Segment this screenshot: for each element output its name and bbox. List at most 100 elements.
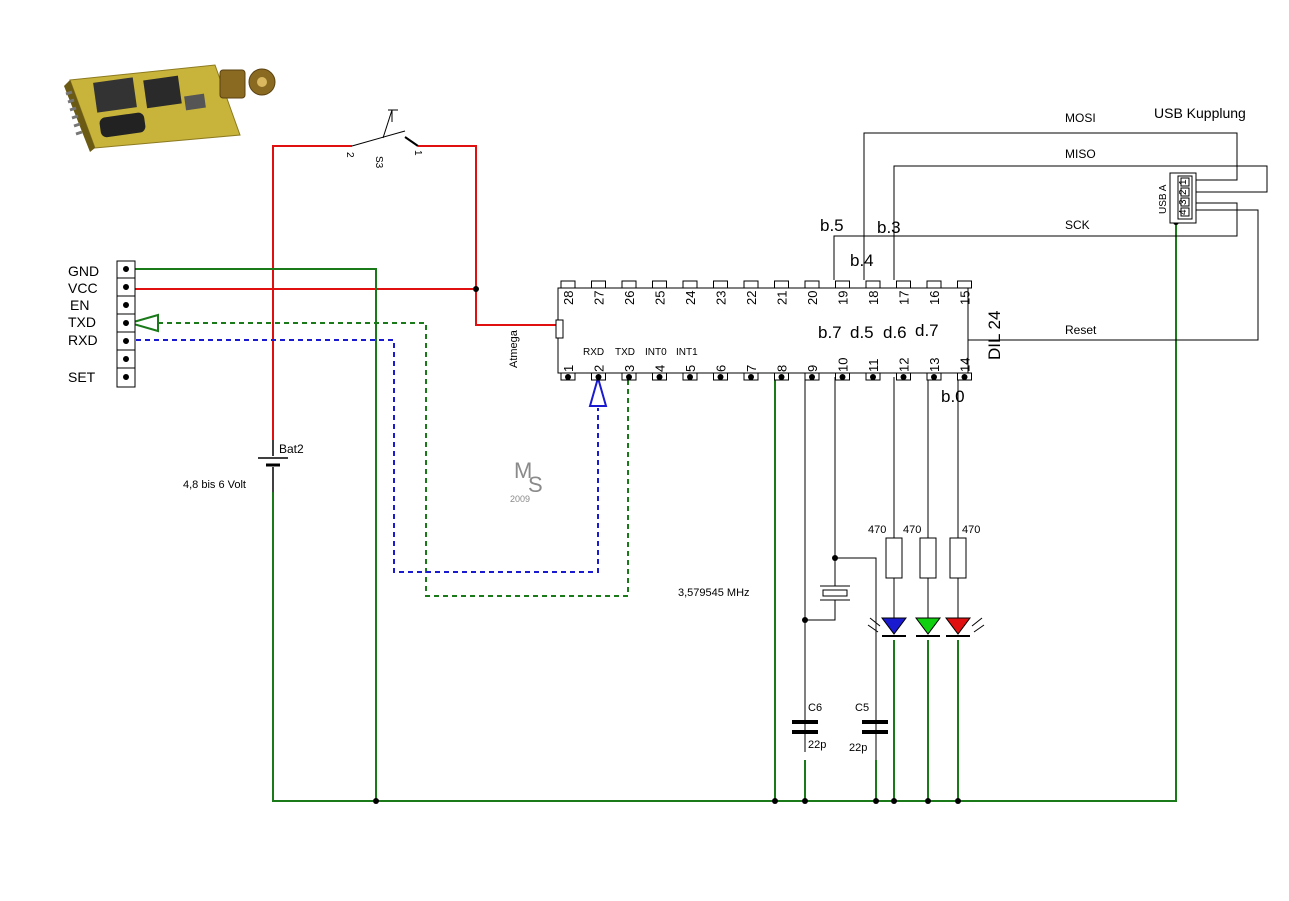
resistor-2-value: 470: [903, 524, 921, 536]
label-miso: MISO: [1065, 147, 1096, 161]
cap-c5-value: 22p: [849, 742, 867, 754]
chip-bottom-pin-dot: [809, 374, 815, 380]
fn-int1: INT1: [676, 347, 698, 358]
capacitor-c5: [862, 720, 888, 760]
chip-bottom-pin-label: 12: [897, 358, 912, 372]
usb-pin-2: 2: [1178, 189, 1189, 195]
switch-name: S3: [373, 156, 384, 169]
switch-s3: [351, 109, 419, 147]
battery-name: Bat2: [279, 442, 304, 456]
rxd-wire: [127, 339, 599, 573]
crystal-freq: 3,579545 MHz: [678, 587, 750, 599]
green-wires: [127, 221, 1177, 802]
chip-bottom-pin-dot: [870, 374, 876, 380]
chip-top-pin: [865, 280, 881, 289]
chip-top-pin-label: 21: [775, 291, 790, 305]
chip-top-pin: [713, 280, 728, 289]
chip-bottom-pin-dot: [717, 374, 724, 380]
label-vcc: VCC: [68, 280, 98, 296]
capacitor-c6: [792, 720, 818, 752]
chip-maker: Atmega: [508, 329, 520, 368]
module-header: [116, 260, 136, 388]
port-b5: b.5: [820, 216, 844, 235]
chip-top-pin-label: 27: [592, 291, 607, 305]
chip-top-pin-label: 22: [744, 291, 759, 305]
chip-top-pin: [560, 280, 576, 289]
chip-bottom-pin-dot: [961, 374, 968, 380]
chip-top-pin: [591, 280, 606, 289]
chip-bottom-pin-dot: [595, 374, 602, 380]
battery-bat2: [258, 440, 288, 492]
led-green: [915, 617, 941, 637]
resistor-3-value: 470: [962, 524, 980, 536]
black-wires: [561, 132, 1268, 720]
port-d7: d.7: [915, 321, 939, 340]
usb-pin-4: 4: [1178, 209, 1189, 215]
rxd-arrow: [588, 374, 608, 407]
chip-top-pin: [621, 280, 637, 289]
cap-c6-name: C6: [808, 702, 822, 714]
fn-txd: TXD: [615, 347, 635, 358]
resistors: [885, 537, 967, 579]
chip-bottom-pin-label: 9: [805, 365, 820, 372]
port-b7: b.7: [818, 323, 842, 342]
chip-bottom-pin-label: 4: [653, 365, 668, 372]
label-reset: Reset: [1065, 323, 1097, 337]
usb-title: USB Kupplung: [1154, 105, 1246, 121]
port-b4: b.4: [850, 251, 874, 270]
switch-pin-right: 1: [412, 150, 423, 156]
chip-bottom-pin-label: 5: [683, 365, 698, 372]
chip-top-pin-label: 20: [805, 291, 820, 305]
chip-bottom-pin-dot: [626, 374, 632, 380]
chip-top-pin-label: 23: [714, 291, 729, 305]
label-rxd: RXD: [68, 332, 98, 348]
label-mosi: MOSI: [1065, 111, 1096, 125]
usb-pin-1: 1: [1178, 179, 1189, 185]
chip-top-pin-label: 24: [683, 291, 698, 305]
chip-top-pin-label: 19: [836, 291, 851, 305]
chip-bottom-pin-dot: [748, 374, 754, 380]
watermark-year: 2009: [510, 494, 530, 504]
watermark-m: M: [514, 458, 532, 483]
chip-bottom-pin-label: 11: [866, 359, 881, 373]
cap-c6-value: 22p: [808, 739, 826, 751]
chip-bottom-pin-label: 8: [775, 365, 790, 372]
chip-bottom-pin-label: 14: [958, 358, 973, 372]
chip-top-pin-label: 16: [927, 291, 942, 305]
chip-top-pin: [804, 280, 820, 289]
gnd-bus: [272, 221, 1177, 802]
label-sck: SCK: [1065, 218, 1090, 232]
txd-arrow: [126, 313, 159, 333]
chip-top-pin-label: 26: [622, 291, 637, 305]
chip-top-pin: [774, 280, 789, 289]
led-red: [945, 617, 985, 637]
txd-wire: [158, 322, 629, 597]
chip-top-pin: [652, 280, 667, 289]
chip-bottom-pin-label: 13: [927, 358, 942, 372]
bluetooth-module-image: [64, 64, 276, 152]
port-d5: d.5: [850, 323, 874, 342]
chip-bottom-pin-dot: [687, 374, 693, 380]
usb-pin-3: 3: [1178, 199, 1189, 205]
label-set: SET: [68, 369, 96, 385]
chip-bottom-pin-dot: [778, 374, 785, 380]
chip-bottom-pin-label: 10: [836, 358, 851, 372]
switch-pin-left: 2: [344, 152, 355, 158]
chip-top-pin: [896, 280, 911, 289]
label-txd: TXD: [68, 314, 96, 330]
gnd-wire-module: [127, 268, 377, 801]
chip-top-pin-label: 15: [958, 291, 973, 305]
crystal: [820, 558, 850, 601]
chip-bottom-pin-dot: [656, 374, 663, 380]
port-d6: d.6: [883, 323, 907, 342]
battery-voltage: 4,8 bis 6 Volt: [183, 479, 246, 491]
red-wire-bat-switch: [272, 145, 352, 440]
chip-bottom-pin-dot: [931, 374, 937, 380]
watermark-s: S: [528, 472, 543, 497]
label-en: EN: [70, 297, 89, 313]
cap-c5-name: C5: [855, 702, 869, 714]
led-blue: [867, 617, 907, 637]
port-b3: b.3: [877, 218, 901, 237]
chip-bottom-pin-dot: [565, 374, 571, 380]
